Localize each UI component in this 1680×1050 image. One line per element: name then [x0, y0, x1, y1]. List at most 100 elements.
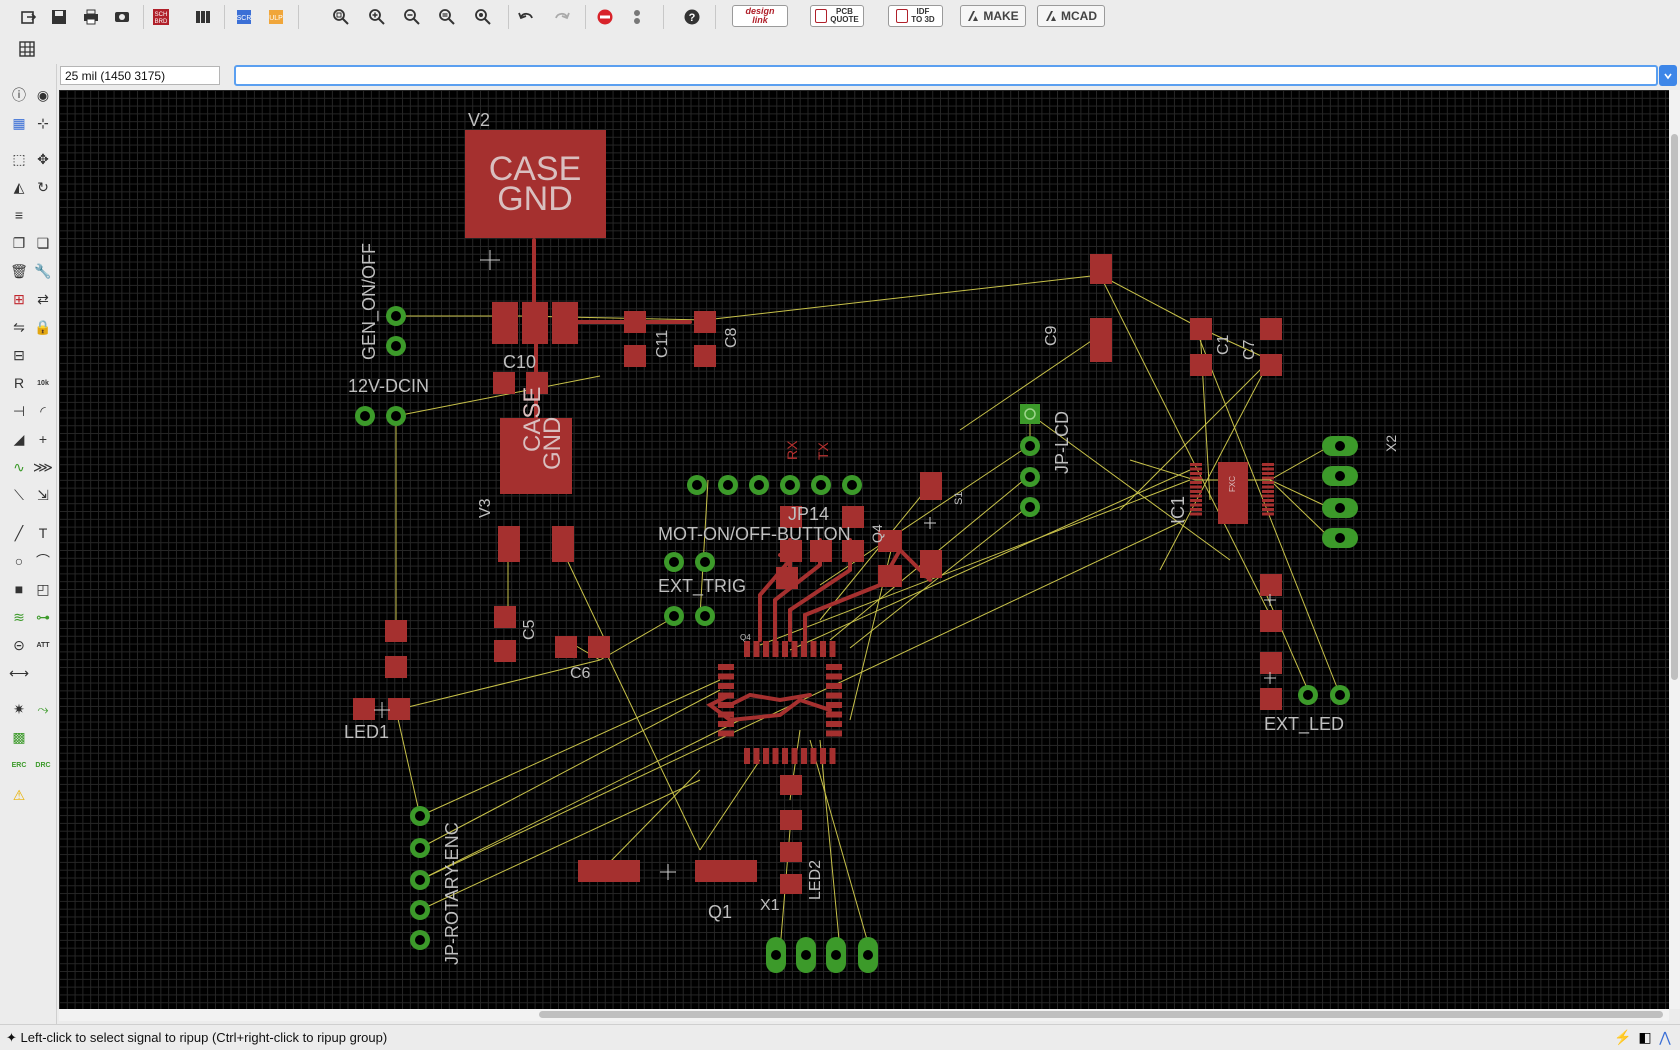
grid-icon[interactable]	[16, 38, 38, 60]
zoom-select-icon[interactable]	[436, 6, 458, 28]
change-icon[interactable]: 🔧	[34, 262, 52, 279]
auto-icon[interactable]: ⤳	[37, 700, 49, 717]
optimize-icon[interactable]: ◢	[13, 430, 25, 447]
help-icon[interactable]: ?	[681, 6, 703, 28]
ic-pin	[1190, 476, 1202, 480]
open-icon[interactable]	[18, 6, 40, 28]
miter-icon[interactable]: ◜	[40, 402, 46, 419]
horizontal-scroll-thumb[interactable]	[539, 1011, 1663, 1018]
replace-icon[interactable]: ⇄	[37, 290, 49, 307]
add-icon[interactable]: ⊞	[13, 290, 25, 307]
zoom-out-icon[interactable]	[401, 6, 423, 28]
lock2-icon[interactable]: ⊟	[13, 346, 25, 363]
align-icon[interactable]: ≡	[14, 207, 24, 223]
circle-icon[interactable]: ○	[14, 553, 24, 569]
ic-pin	[1262, 481, 1274, 484]
ulp-icon[interactable]: ULP	[266, 6, 288, 28]
route-icon[interactable]: ∿	[13, 458, 25, 475]
polygon-icon[interactable]: ◰	[36, 580, 50, 597]
redo-icon[interactable]	[551, 6, 573, 28]
svg-text:SCR: SCR	[237, 15, 252, 22]
label-gen-on-off: GEN_ON/OFF	[359, 243, 380, 360]
smd-pad	[578, 860, 640, 882]
idf-to-3d-button[interactable]: IDF TO 3D	[888, 5, 943, 27]
text-icon[interactable]: T	[38, 525, 48, 541]
stop-icon[interactable]	[594, 6, 616, 28]
paste-icon[interactable]: ❏	[36, 234, 50, 251]
arc-icon[interactable]: ⌒	[36, 553, 50, 569]
wire-icon[interactable]: ╱	[14, 524, 24, 541]
save-icon[interactable]	[48, 6, 70, 28]
script-icon[interactable]: SCR	[234, 6, 256, 28]
pad-hole	[847, 480, 857, 490]
smd-pad	[353, 698, 375, 720]
dimension-icon[interactable]: ⟷	[8, 664, 30, 681]
pad-hole	[801, 950, 811, 960]
value-icon[interactable]: 10k	[37, 379, 49, 387]
drc-icon[interactable]: DRC	[35, 761, 51, 769]
smd-pad	[385, 656, 407, 678]
zoom-redraw-icon[interactable]	[472, 6, 494, 28]
ic-pin	[1190, 463, 1202, 466]
drc-board-icon[interactable]: ▩	[12, 728, 26, 745]
lock-icon[interactable]: 🔒	[34, 318, 52, 335]
mark-icon[interactable]: ⊹	[37, 114, 49, 131]
meander-icon[interactable]: ⋙	[33, 458, 53, 475]
board-layers-icon[interactable]	[192, 6, 214, 28]
zoom-fit-icon[interactable]	[330, 6, 352, 28]
label-jp14: JP14	[788, 504, 829, 524]
ripup-icon[interactable]: ⟍	[14, 486, 24, 503]
hole-icon[interactable]: ⊝	[13, 636, 25, 653]
label-jp-rotary-enc: JP-ROTARY-ENC	[442, 822, 462, 965]
mcu-pin	[718, 711, 734, 718]
pcb-quote-button[interactable]: PCB QUOTE	[810, 5, 864, 27]
designlink-button[interactable]: design link	[732, 5, 788, 27]
mcu-pin	[782, 748, 788, 764]
ic-pin	[1190, 503, 1202, 507]
ratsnest-icon[interactable]: ✷	[13, 700, 25, 717]
zoom-in-icon[interactable]	[366, 6, 388, 28]
copy-icon[interactable]: ❐	[12, 234, 26, 251]
name-icon[interactable]: R	[13, 375, 25, 391]
layer-display-icon[interactable]: ▦	[12, 114, 26, 131]
smash-icon[interactable]: +	[38, 431, 48, 447]
delete-icon[interactable]: 🗑	[10, 262, 28, 279]
go-icon[interactable]	[626, 6, 648, 28]
attribute-icon[interactable]: ATT	[36, 641, 50, 649]
rect-icon[interactable]: ■	[14, 581, 24, 597]
ripup2-icon[interactable]: ⇲	[37, 486, 49, 503]
horizontal-scrollbar[interactable]	[59, 1009, 1669, 1021]
vertical-scroll-thumb[interactable]	[1671, 134, 1678, 680]
command-history-dropdown[interactable]	[1659, 65, 1677, 86]
ic-pin	[1190, 512, 1202, 516]
eye-icon[interactable]: ◉	[36, 86, 50, 103]
info-icon[interactable]: ⓘ	[12, 87, 26, 103]
via-icon[interactable]: ≋	[13, 608, 25, 625]
mcad-button[interactable]: MCAD	[1037, 5, 1105, 27]
signal-icon[interactable]: ⊶	[36, 608, 50, 625]
mcad-label: MCAD	[1061, 9, 1097, 23]
swap-icon[interactable]: ⇋	[13, 318, 25, 335]
airwire	[419, 779, 701, 911]
split-icon[interactable]: ⊣	[12, 402, 26, 419]
undo-icon[interactable]	[515, 6, 537, 28]
mirror-icon[interactable]: ◭	[13, 178, 25, 195]
case-gnd-mid-line1: CASE	[519, 387, 546, 452]
select-icon[interactable]: ⬚	[12, 150, 26, 167]
make-button[interactable]: MAKE	[960, 5, 1026, 27]
airwire	[395, 659, 601, 711]
ic-pin	[1190, 490, 1202, 493]
rotate-icon[interactable]: ↻	[37, 178, 49, 195]
erc-icon[interactable]: ERC	[11, 761, 27, 769]
move-icon[interactable]: ✥	[37, 150, 49, 167]
smd-pad	[1090, 318, 1112, 362]
vertical-scrollbar[interactable]	[1669, 90, 1680, 1009]
cam-icon[interactable]	[111, 6, 133, 28]
warning-icon[interactable]: ⚠	[12, 786, 26, 803]
print-icon[interactable]	[80, 6, 102, 28]
label-c8: C8	[723, 327, 740, 348]
command-input[interactable]	[234, 65, 1658, 86]
